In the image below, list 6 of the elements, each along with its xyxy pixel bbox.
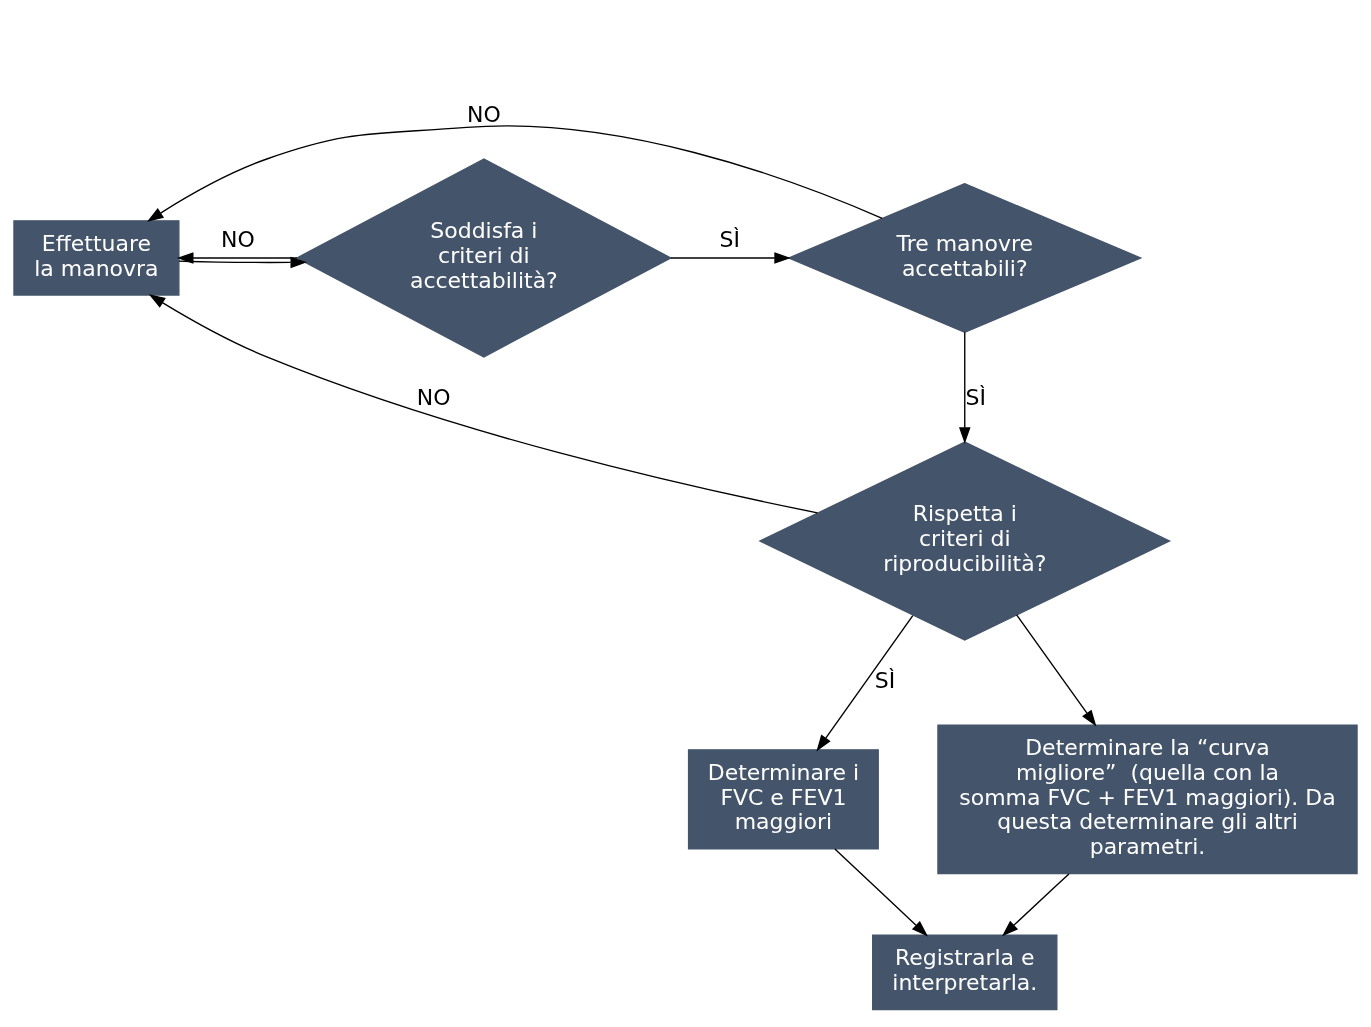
edge-label: NO <box>221 226 255 252</box>
edge-label: NO <box>467 101 501 127</box>
edge-label: NO <box>416 384 451 410</box>
edge-label: SÌ <box>965 384 986 410</box>
edge-label: SÌ <box>719 226 741 252</box>
edge-label: SÌ <box>874 667 896 693</box>
